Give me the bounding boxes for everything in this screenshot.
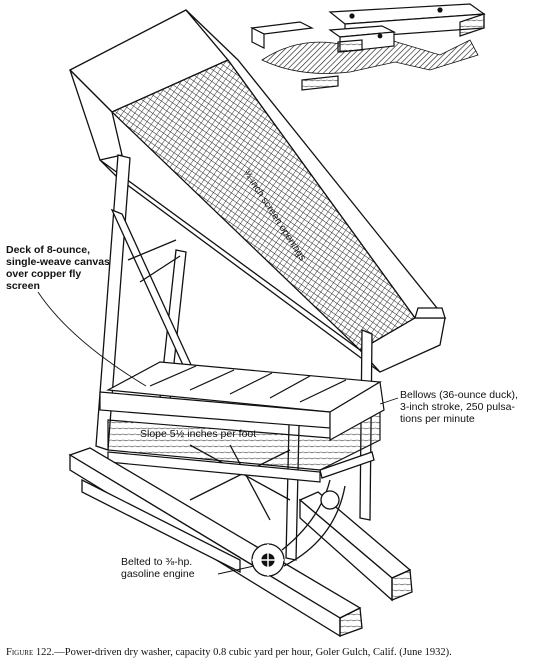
deck-assembly bbox=[99, 361, 385, 483]
inset-cross-beam-front bbox=[251, 27, 265, 49]
slope-label: Slope 5½ inches per foot bbox=[140, 428, 257, 440]
deck-riffle bbox=[269, 375, 311, 399]
inset-mesh-canvas bbox=[261, 39, 479, 74]
bellows-label-line: Bellows (36-ounce duck), bbox=[400, 389, 518, 401]
inset-bolt bbox=[349, 13, 355, 19]
eccentric-rod bbox=[319, 451, 375, 479]
cross-beam bbox=[81, 478, 241, 574]
inset-lower-slat bbox=[301, 75, 339, 91]
deck-label-line: over copper fly bbox=[6, 268, 82, 280]
belted-leader bbox=[217, 565, 255, 575]
bellows-leader bbox=[379, 397, 399, 405]
belted-label-line: Belted to ⅜-hp. bbox=[121, 556, 193, 568]
dry-washer-illustration bbox=[37, 3, 486, 638]
leader-lines bbox=[37, 291, 399, 575]
belted-label: Belted to ⅜-hp. gasoline engine bbox=[121, 556, 195, 580]
right-skid-end bbox=[391, 569, 413, 601]
deck-riffle bbox=[149, 365, 197, 387]
bellows-label-line: 3-inch stroke, 250 pulsa- bbox=[400, 401, 515, 413]
deck-label-line: screen bbox=[6, 280, 40, 292]
drive-belt bbox=[281, 479, 331, 551]
deck-label: Deck of 8-ounce, single-weave canvas ove… bbox=[6, 244, 118, 292]
eccentric-wheel bbox=[320, 490, 340, 510]
hopper-spout-lip bbox=[414, 307, 446, 319]
inset-detail bbox=[249, 3, 486, 91]
inset-bolt bbox=[377, 33, 383, 39]
cross-brace bbox=[139, 255, 181, 283]
inset-block-end bbox=[337, 39, 363, 53]
deck-label-line: Deck of 8-ounce, bbox=[6, 244, 91, 256]
bellows-label-line: tions per minute bbox=[400, 413, 475, 425]
inset-beam-end bbox=[459, 13, 485, 37]
skid-base bbox=[68, 447, 413, 638]
deck-label-line: single-weave canvas bbox=[6, 256, 110, 268]
hopper-left-wall bbox=[69, 69, 123, 161]
deck-end-box bbox=[329, 381, 385, 442]
hopper-spout bbox=[358, 317, 446, 373]
deck-riffle bbox=[229, 372, 273, 395]
left-skid-end bbox=[339, 606, 363, 637]
drive-belt bbox=[283, 485, 346, 567]
caption-text: —Power-driven dry washer, capacity 0.8 c… bbox=[54, 647, 452, 658]
figure-number: Figure 122. bbox=[6, 647, 55, 658]
deck-leader bbox=[37, 291, 147, 387]
figure-caption: Figure 122.—Power-driven dry washer, cap… bbox=[6, 647, 530, 658]
inset-bolt bbox=[437, 7, 443, 13]
deck-riffle bbox=[299, 379, 347, 403]
cross-brace bbox=[127, 239, 177, 261]
diagonal-brace bbox=[110, 208, 200, 382]
deck-riffle bbox=[189, 369, 235, 391]
bellows-label: Bellows (36-ounce duck), 3-inch stroke, … bbox=[400, 389, 532, 425]
hopper bbox=[68, 9, 447, 373]
belted-label-line: gasoline engine bbox=[121, 568, 195, 580]
drive bbox=[251, 451, 375, 577]
